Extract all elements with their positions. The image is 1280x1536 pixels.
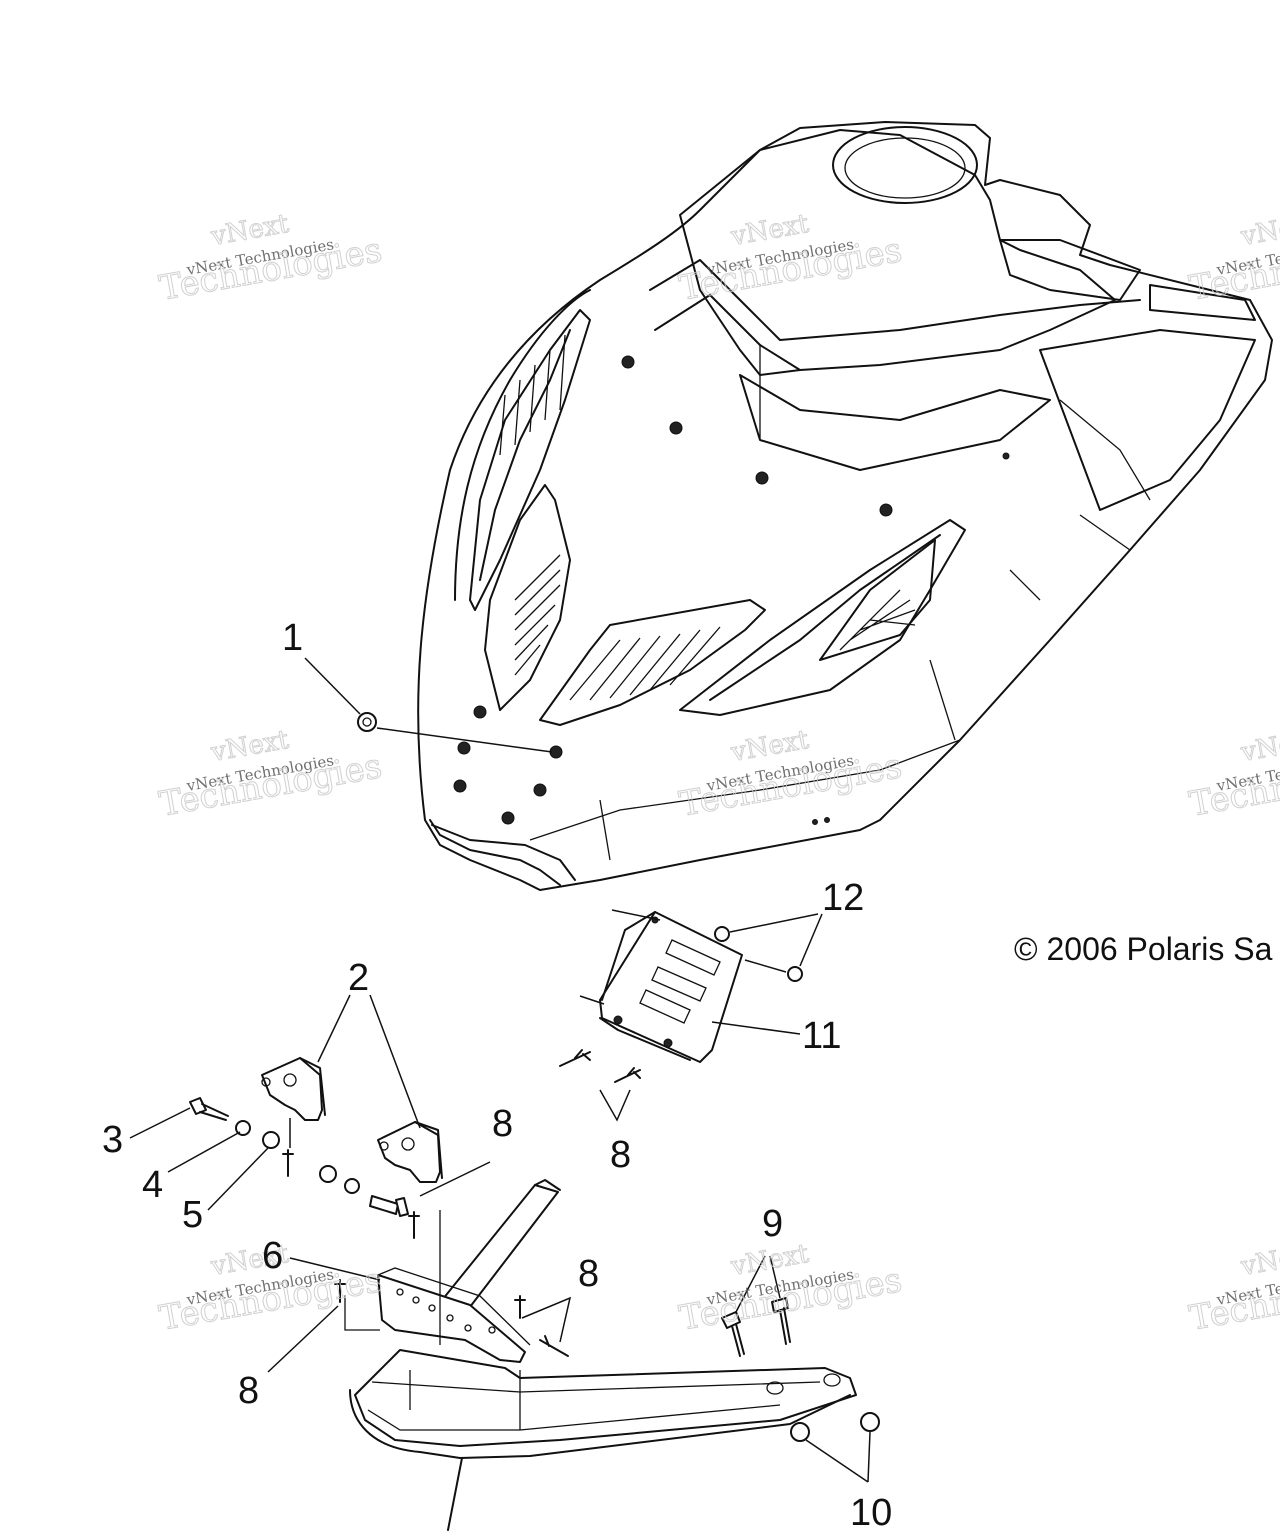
callout-2: 2: [348, 957, 369, 999]
callout-8-upper-right: 8: [492, 1103, 513, 1145]
callout-9: 9: [762, 1203, 783, 1245]
part-6-plate: [377, 1267, 531, 1363]
callout-11: 11: [802, 1015, 841, 1057]
callout-12: 12: [822, 877, 864, 919]
callout-4: 4: [142, 1164, 163, 1206]
part-9-bolts: [721, 1297, 791, 1357]
callout-labels: 1 2 3 4 5 6 8 8 8 8 9 10 11 12: [102, 617, 892, 1534]
watermarks: vNext vNext Technologies Technologies vN…: [156, 208, 1280, 1339]
callout-10: 10: [850, 1492, 892, 1534]
callout-5: 5: [182, 1194, 203, 1236]
part-3-bolt: [189, 1097, 229, 1121]
callout-6: 6: [262, 1235, 283, 1277]
callout-8-bumper-right: 8: [578, 1253, 599, 1295]
part-2-bracket-right: [377, 1121, 443, 1183]
callout-1: 1: [282, 617, 303, 659]
callout-8-bumper-left: 8: [238, 1370, 259, 1412]
part-11-bracket: [599, 911, 743, 1063]
callout-3: 3: [102, 1119, 123, 1161]
svg-text:vNext: vNext: [1238, 209, 1280, 252]
part-bumper-frame: [349, 1179, 857, 1531]
svg-text:vNext: vNext: [1238, 725, 1280, 768]
svg-text:vNext: vNext: [1238, 1239, 1280, 1282]
hood-holes: [453, 355, 1010, 825]
callout-8-bracket: 8: [610, 1134, 631, 1176]
copyright-notice: © 2006 Polaris Sa: [1014, 931, 1273, 967]
part-2-bracket-left: [261, 1057, 326, 1121]
hood-illustration: [417, 121, 1273, 891]
part-5-nut: [262, 1131, 280, 1149]
part-12-nuts: [714, 926, 803, 982]
part-1-nut: [357, 712, 377, 732]
part-8-rivets-upper: [559, 1049, 641, 1083]
part-10-nuts: [790, 1412, 880, 1442]
